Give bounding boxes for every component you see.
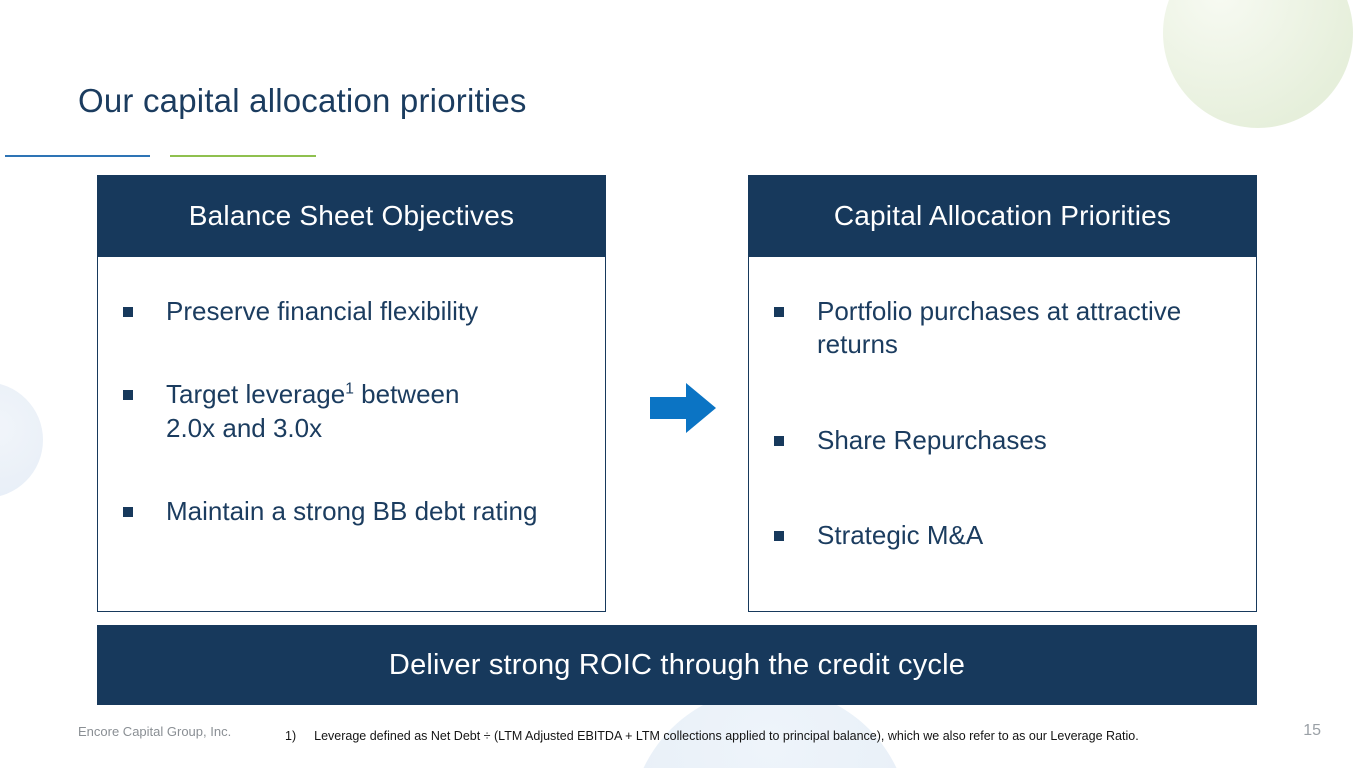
bullet-square-icon: [123, 506, 133, 517]
bullet-text: Maintain a strong BB debt rating: [166, 495, 538, 526]
bullet-text-segment: Target leverage: [166, 379, 346, 410]
title-underline-green: [170, 155, 316, 157]
title-underline-blue: [5, 155, 150, 157]
bullet-square-icon: [123, 307, 133, 317]
bullet-text-segment: 2.0x and 3.0x: [166, 412, 323, 443]
footnote-marker: 1): [285, 729, 297, 743]
capital-allocation-priorities-box: Capital Allocation Priorities Portfolio …: [748, 175, 1257, 612]
balance-sheet-objectives-box: Balance Sheet Objectives Preserve financ…: [97, 175, 606, 612]
capital-allocation-header: Capital Allocation Priorities: [748, 175, 1257, 257]
bullet-item: Maintain a strong BB debt rating: [123, 495, 577, 528]
decorative-circle-left: [0, 382, 43, 498]
roic-banner: Deliver strong ROIC through the credit c…: [97, 625, 1257, 705]
arrow-right-icon: [650, 380, 716, 436]
bullet-text: Strategic M&A: [817, 519, 984, 550]
footnote-text: Leverage defined as Net Debt ÷ (LTM Adju…: [314, 729, 1139, 743]
roic-banner-text: Deliver strong ROIC through the credit c…: [388, 648, 966, 681]
slide-title: Our capital allocation priorities: [78, 82, 527, 119]
bullet-square-icon: [774, 530, 784, 541]
bullet-text: Share Repurchases: [817, 424, 1047, 455]
bullet-text: Portfolio purchases at attractive return…: [817, 296, 1182, 360]
footnote-reference: 1: [345, 380, 354, 398]
decorative-circle-top-right: [1163, 0, 1353, 128]
page-number: 15: [1303, 722, 1321, 739]
footnote: 1) Leverage defined as Net Debt ÷ (LTM A…: [285, 729, 1139, 743]
bullet-item: Share Repurchases: [774, 424, 1228, 457]
bullet-item: Target leverage1 between 2.0x and 3.0x: [123, 378, 577, 445]
bullet-square-icon: [774, 435, 784, 446]
bullet-text-segment: between: [353, 379, 460, 410]
balance-sheet-bullet-list: Preserve financial flexibility Target le…: [98, 257, 605, 528]
bullet-text: Target leverage1 between 2.0x and 3.0x: [166, 378, 459, 445]
bullet-item: Strategic M&A: [774, 519, 1228, 552]
bullet-square-icon: [123, 390, 133, 401]
balance-sheet-header: Balance Sheet Objectives: [97, 175, 606, 257]
bullet-item: Preserve financial flexibility: [123, 295, 577, 328]
bullet-item: Portfolio purchases at attractive return…: [774, 295, 1228, 362]
capital-allocation-bullet-list: Portfolio purchases at attractive return…: [749, 257, 1256, 552]
bullet-text: Preserve financial flexibility: [166, 296, 479, 326]
bullet-square-icon: [774, 307, 784, 317]
footer-company: Encore Capital Group, Inc.: [78, 724, 232, 739]
